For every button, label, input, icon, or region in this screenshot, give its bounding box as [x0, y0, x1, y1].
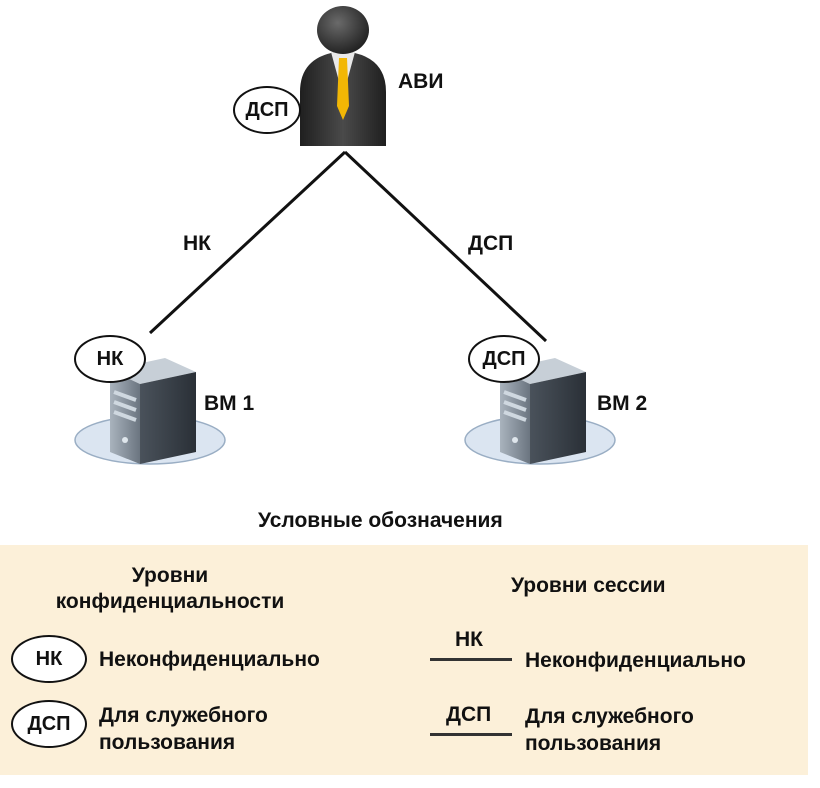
server-icon-vm1 [74, 358, 226, 465]
vm1-label: ВМ 1 [204, 392, 255, 415]
edge-right [343, 150, 548, 343]
legend-session-text-dsp-line1: Для служебного [525, 705, 694, 728]
legend-conf-text-dsp-line1: Для служебного [99, 704, 268, 727]
user-icon [300, 6, 386, 146]
confidentiality-heading-line2: конфиденциальности [55, 590, 285, 613]
vm1-badge: НК [74, 335, 146, 383]
legend-line-label-nk: НК [455, 628, 483, 651]
confidentiality-heading-line1: Уровни [131, 564, 209, 587]
server-icon-vm2 [464, 358, 616, 465]
legend-session-text-nk: Неконфиденциально [525, 649, 746, 672]
legend-badge-dsp: ДСП [11, 700, 87, 748]
legend-panel: Уровни конфиденциальности Уровни сессии … [0, 545, 808, 775]
legend-line-label-dsp: ДСП [446, 703, 492, 726]
legend-badge-nk: НК [11, 635, 87, 683]
legend-title: Условные обозначения [258, 509, 503, 532]
vm2-label: ВМ 2 [597, 392, 648, 415]
session-heading: Уровни сессии [511, 574, 666, 597]
legend-conf-text-nk: Неконфиденциально [99, 648, 320, 671]
edge-left-label: НК [183, 232, 211, 255]
legend-session-text-dsp-line2: пользования [525, 732, 662, 755]
legend-line-dsp [430, 733, 512, 736]
edge-right-label: ДСП [468, 232, 514, 255]
legend-conf-text-dsp-line2: пользования [99, 731, 236, 754]
edge-left [148, 150, 347, 335]
legend-line-nk [430, 658, 512, 661]
network-diagram [74, 6, 616, 465]
user-badge: ДСП [233, 86, 301, 134]
vm2-badge: ДСП [468, 335, 540, 383]
user-label: АВИ [398, 70, 444, 93]
